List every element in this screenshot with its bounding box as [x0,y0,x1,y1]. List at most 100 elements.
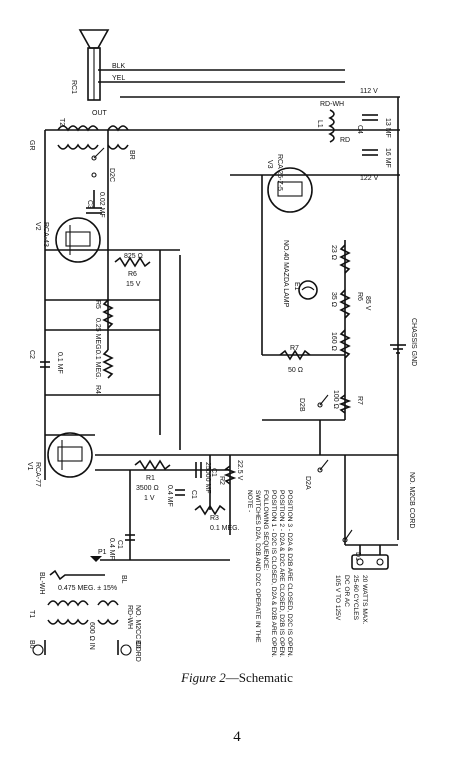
wire-bl: BL [120,575,127,584]
c1-upper-ref: C1 [190,490,197,499]
r1-value: 3500 Ω [136,485,159,492]
r2-volt: 22.5 V [236,460,243,481]
switch-note: NOTE - SWITCHES D2A, D2B AND D2C OPERATE… [246,490,293,658]
capacitor-c1-upper: 0.4 MF C1 [166,485,197,507]
v1-type: RCA-77 [34,462,41,487]
r7-ref: R7 [290,345,299,352]
c1-lower-ref: C1 [116,540,123,549]
c4-16: 16 MF [384,148,391,168]
supply-line-3: 25-60 CYCLES [352,575,359,621]
resistor-r3: R3 0.1 MEG. [194,504,240,532]
speaker-out: OUT [92,110,108,117]
note-line-6: POSITION 3 - D2A & D2B ARE CLOSED, D2C I… [286,490,293,658]
l1-ref: L1 [316,120,323,128]
p1-value: 0.475 MEG. ± 15% [58,585,117,592]
d1-cord: NO. M2CB CORD [408,472,415,528]
chassis-gnd-label: CHASSIS GND [410,318,417,366]
supply-line-2: DC OR AC [343,575,350,607]
choke-l1: L1 [316,109,335,143]
d2b-label: D2B [298,398,305,412]
wire-rd-wh: RD-WH [320,101,344,108]
input-transformer-t1: T1 B0 B0 600 Ω IN RD-WH NO. M2CC CORD [28,600,141,662]
capacitor-c2: C2 0.1 MF [28,350,63,374]
supply-line-1: 105 V TO 125V [334,575,341,621]
capacitor-c4: C4 13 MF 16 MF [356,114,391,168]
e1-ref: E1 [293,282,300,291]
v2-type: RCA-43 [42,222,49,247]
t2-ref: T2 [58,118,65,126]
note-line-1: NOTE - [246,490,253,512]
r1-volt: 1 V [144,495,155,502]
speaker-lead-yel: YEL [112,75,125,82]
t1-cord: NO. M2CC CORD [134,605,141,662]
wire-rd-wh-t1: RD-WH [126,605,133,629]
tube-v2: V2 RCA-43 [34,217,101,263]
b0-left: B0 [28,640,35,649]
r6-value: 825 Ω [124,253,143,260]
c3-value: 0.02 MF [98,192,105,218]
wire-gr: GR [28,140,35,151]
wiring [44,69,400,561]
switch-d2b: D2B [298,394,329,412]
switch-d2c: D2C [91,147,115,182]
r6b-volt: 85 V [364,296,371,311]
c1c-value: 25000 MF [204,462,211,494]
c3-ref: C3 [86,200,93,209]
r6b-ref: R6 [356,292,363,301]
r7-value: 50 Ω [288,367,303,374]
note-line-5: POSITION 2 - D2A & D2C ARE CLOSED, D2B I… [278,490,285,658]
c4-13: 13 MF [384,118,391,138]
power-plug [351,545,389,570]
speaker-ref: RC1 [70,80,77,94]
r5-ref: R5 [94,300,101,309]
resistor-r7-50: R7 50 Ω [279,345,311,374]
volt-122: 122 V [360,175,379,182]
c1c-ref: C1 [210,468,217,477]
v3-ref: V3 [266,160,273,169]
tube-v1: V1 RCA-77 [26,432,93,487]
c2-value: 0.1 MF [56,352,63,374]
d2a-label: D2A [304,476,311,490]
resistor-r4: R4 0.1 MEG. [94,349,114,394]
page-number: 4 [233,729,241,745]
capacitor-c1-lower: C1 0.4 MF [108,534,135,560]
figure-caption: Figure 2—Schematic [0,670,474,686]
wire-br: BR [128,150,135,160]
note-line-4: POSITION 1 - D2C IS CLOSED, D2A & D2B AR… [270,490,277,658]
c2-ref: C2 [28,350,35,359]
v2-ref: V2 [34,222,41,231]
e1-desc: NO.40 MAZDA LAMP [282,240,289,308]
r6-ref: R6 [128,271,137,278]
d1-label: D1 [354,552,361,561]
resistor-r6-tapped: 23 Ω 35 Ω 160 Ω R6 85 V [330,244,371,359]
r6-volt: 15 V [126,281,141,288]
t1-ref: T1 [28,610,35,618]
wire-bl-wh: BL-WH [38,572,45,595]
wire-rd: RD [340,137,350,144]
speaker-symbol: RC1 BLK YEL OUT [70,29,126,117]
r1-ref: R1 [146,475,155,482]
r7b-ref: R7 [356,396,363,405]
r7b-value: 100 Ω [332,390,339,409]
speaker-lead-blk: BLK [112,63,126,70]
potentiometer-p1: P1 0.475 MEG. ± 15% BL-WH BL [38,549,127,595]
capacitor-c1-25000: 25000 MF C1 [195,462,217,494]
note-line-2: SWITCHES D2A, D2B AND D2C OPERATE IN THE [254,490,261,643]
resistor-r2: R2 22.5 V [218,460,243,485]
chassis-ground: CHASSIS GND [390,318,417,366]
r4-value: 0.1 MEG. [94,350,101,380]
supply-line-4: 20 WATTS MAX. [361,575,368,625]
b0-right: B0 [134,640,141,649]
capacitor-c3: C3 0.02 MF [86,190,105,218]
figure-caption-text: —Schematic [225,670,293,685]
figure-caption-label: Figure 2 [181,670,226,685]
resistor-r7-100: R7 100 Ω [332,390,363,414]
r3-value: 0.1 MEG. [210,525,240,532]
r5-value: 0.25 MEG. [94,318,101,352]
t1-imp: 600 Ω IN [88,622,95,650]
v3-type: RCA 25-Z-5 [276,154,283,191]
v1-ref: V1 [26,462,33,471]
r6-tap-160: 160 Ω [330,332,337,351]
tube-v3: V3 RCA 25-Z-5 [266,154,313,213]
